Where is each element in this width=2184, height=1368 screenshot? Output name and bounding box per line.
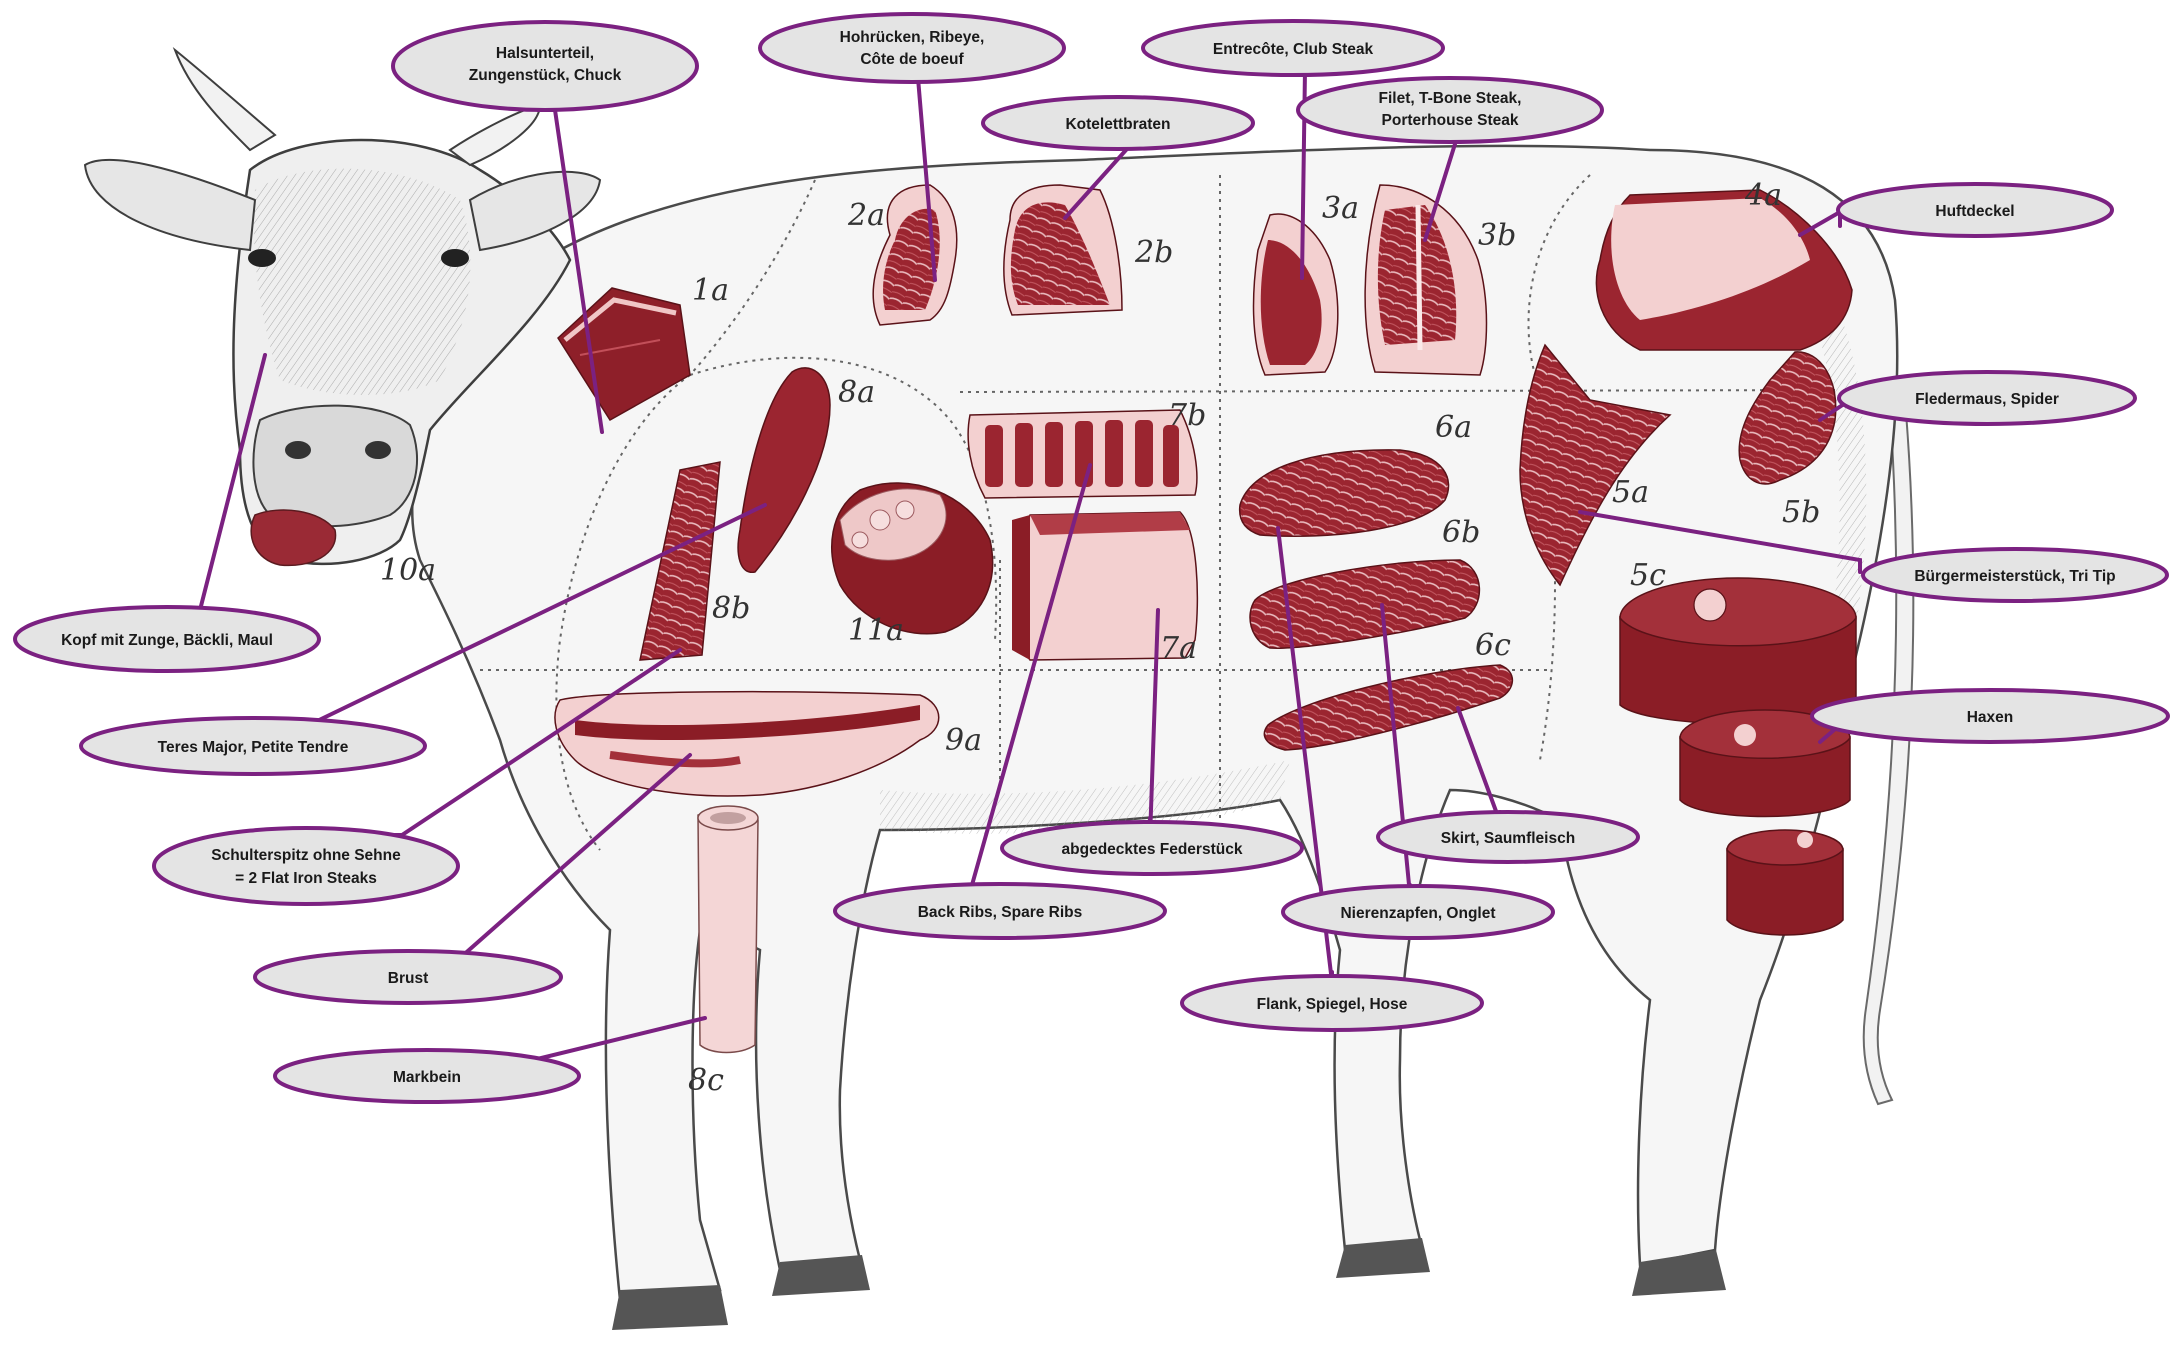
cut-number-8b: 8b — [712, 591, 750, 626]
cut-number-8c: 8c — [688, 1063, 724, 1098]
callout-markbein: Markbein — [275, 1050, 579, 1102]
callout-schulter-line2: = 2 Flat Iron Steaks — [235, 870, 377, 887]
callout-filet-line2: Porterhouse Steak — [1382, 112, 1519, 129]
callout-kotelettbraten: Kotelettbraten — [983, 97, 1253, 149]
callout-halsunterteil-line2: Zungenstück, Chuck — [469, 67, 622, 84]
callout-filet: Filet, T-Bone Steak, Porterhouse Steak — [1298, 78, 1602, 142]
cut-number-9a: 9a — [945, 723, 982, 758]
cow-muzzle — [253, 406, 417, 527]
cut-number-3a: 3a — [1322, 191, 1359, 226]
callout-markbein-text: Markbein — [393, 1069, 461, 1086]
callout-haxen-text: Haxen — [1967, 709, 2014, 726]
callout-huftdeckel-text: Huftdeckel — [1935, 203, 2014, 220]
callout-buergermeister: Bürgermeisterstück, Tri Tip — [1863, 549, 2167, 601]
cow-eye-right — [441, 249, 469, 267]
callout-flank-text: Flank, Spiegel, Hose — [1257, 996, 1408, 1013]
cow-head-shade — [254, 169, 471, 395]
callout-kopf: Kopf mit Zunge, Bäckli, Maul — [15, 607, 319, 671]
cow-eye-left — [248, 249, 276, 267]
callout-schulter: Schulterspitz ohne Sehne = 2 Flat Iron S… — [154, 828, 458, 904]
cut-number-11a: 11a — [848, 613, 904, 648]
cut-number-3b: 3b — [1478, 218, 1516, 253]
cut-number-2a: 2a — [847, 198, 885, 233]
callout-brust-text: Brust — [388, 970, 428, 987]
callout-hohruecken: Hohrücken, Ribeye, Côte de boeuf — [760, 14, 1064, 82]
callout-kotelettbraten-text: Kotelettbraten — [1065, 116, 1170, 133]
cut-number-1a: 1a — [692, 273, 729, 308]
callout-entrecote-text: Entrecôte, Club Steak — [1213, 41, 1374, 58]
callout-federstueck-text: abgedecktes Federstück — [1062, 841, 1243, 858]
cut-number-10a: 10a — [380, 553, 436, 588]
cut-number-6c: 6c — [1475, 628, 1511, 663]
cut-number-4a: 4a — [1744, 178, 1782, 213]
cow-ear-left — [85, 160, 255, 250]
callout-nierenzapfen-text: Nierenzapfen, Onglet — [1340, 905, 1495, 922]
cut-number-6b: 6b — [1442, 515, 1480, 550]
cut-number-6a: 6a — [1435, 410, 1472, 445]
callout-federstueck: abgedecktes Federstück — [1002, 822, 1302, 874]
callout-flank: Flank, Spiegel, Hose — [1182, 976, 1482, 1030]
cow-horn-right — [450, 105, 540, 165]
callout-teres-text: Teres Major, Petite Tendre — [158, 739, 349, 756]
callout-schulter-line1: Schulterspitz ohne Sehne — [211, 847, 401, 864]
cut-8c-image — [698, 806, 758, 1053]
cut-2b-image — [1004, 185, 1122, 315]
callout-teres: Teres Major, Petite Tendre — [81, 718, 425, 774]
cut-number-5a: 5a — [1612, 475, 1649, 510]
callout-halsunterteil: Halsunterteil, Zungenstück, Chuck — [393, 22, 697, 110]
callout-ribs: Back Ribs, Spare Ribs — [835, 884, 1165, 938]
cow-horn-left — [175, 50, 275, 150]
callout-brust: Brust — [255, 951, 561, 1003]
callout-haxen: Haxen — [1812, 690, 2168, 742]
cut-number-7b: 7b — [1168, 398, 1206, 433]
cut-number-8a: 8a — [838, 375, 875, 410]
callout-fledermaus: Fledermaus, Spider — [1839, 372, 2135, 424]
cow-hoof-front-left — [612, 1285, 728, 1330]
callout-skirt-text: Skirt, Saumfleisch — [1441, 830, 1575, 847]
cut-number-5c: 5c — [1630, 558, 1666, 593]
callout-huftdeckel: Huftdeckel — [1838, 184, 2112, 236]
cut-number-7a: 7a — [1160, 631, 1197, 666]
callout-fledermaus-text: Fledermaus, Spider — [1915, 391, 2059, 408]
callout-hohruecken-line2: Côte de boeuf — [860, 51, 964, 68]
cut-number-5b: 5b — [1782, 495, 1820, 530]
callout-entrecote: Entrecôte, Club Steak — [1143, 21, 1443, 75]
callout-skirt: Skirt, Saumfleisch — [1378, 812, 1638, 862]
callout-buergermeister-text: Bürgermeisterstück, Tri Tip — [1914, 568, 2115, 585]
cut-number-2b: 2b — [1134, 235, 1173, 270]
callout-halsunterteil-line1: Halsunterteil, — [496, 45, 594, 62]
cow-nostril-left — [285, 441, 311, 459]
callout-ribs-text: Back Ribs, Spare Ribs — [918, 904, 1083, 921]
callout-filet-line1: Filet, T-Bone Steak, — [1379, 90, 1522, 107]
callout-hohruecken-line1: Hohrücken, Ribeye, — [840, 29, 985, 46]
callout-nierenzapfen: Nierenzapfen, Onglet — [1283, 886, 1553, 938]
callout-kopf-text: Kopf mit Zunge, Bäckli, Maul — [61, 632, 273, 649]
cow-nostril-right — [365, 441, 391, 459]
